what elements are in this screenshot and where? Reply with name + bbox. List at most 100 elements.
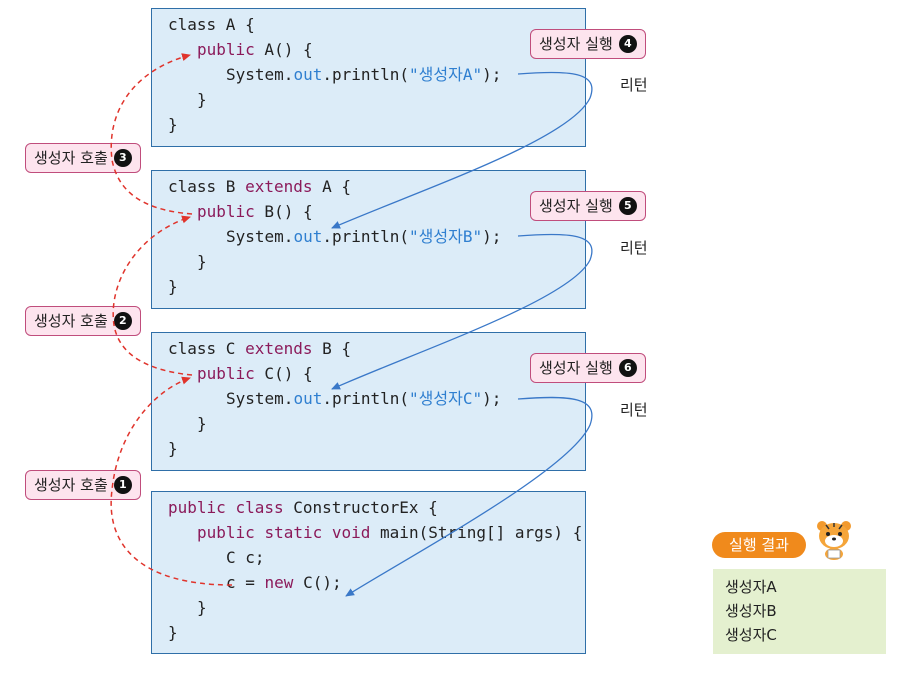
code-token: .println( <box>322 65 410 84</box>
code-box-class-c <box>151 332 586 471</box>
step-4-badge: 4 <box>618 34 637 53</box>
call-arrow-main-to-c <box>110 376 233 586</box>
code-token: "생성자A" <box>409 65 483 84</box>
call-arrow-c-to-b <box>112 215 193 376</box>
code-token: } <box>168 115 178 134</box>
code-token: "생성자C" <box>409 389 483 408</box>
code-line: System.out.println("생성자C"); <box>226 389 501 409</box>
step-3-badge: 3 <box>113 148 132 167</box>
code-box-class-b <box>151 170 586 309</box>
code-token: public <box>197 202 255 221</box>
code-line: C c; <box>226 548 265 568</box>
code-box-main <box>151 491 586 654</box>
code-token: ); <box>482 227 502 246</box>
code-token: } <box>197 252 207 271</box>
call-label-2: 생성자 호출 2 <box>25 306 141 336</box>
code-token: out <box>293 65 323 84</box>
code-line: class B extends A { <box>168 177 351 197</box>
result-line-3: 생성자C <box>725 626 777 644</box>
code-token: ); <box>482 65 502 84</box>
code-line: } <box>197 252 207 272</box>
code-token: A() { <box>254 40 313 59</box>
code-line: } <box>168 439 178 459</box>
code-token: main(String[] args) { <box>370 523 583 542</box>
code-token: } <box>168 623 178 642</box>
step-6-badge: 6 <box>618 358 637 377</box>
code-line: } <box>168 115 178 135</box>
code-token: public <box>168 498 226 517</box>
code-token: B() { <box>254 202 313 221</box>
code-token: class <box>235 498 284 517</box>
code-token: out <box>293 389 323 408</box>
code-box-class-a <box>151 8 586 147</box>
code-token: extends <box>245 177 313 196</box>
code-line: } <box>197 90 207 110</box>
call-label-1: 생성자 호출 1 <box>25 470 141 500</box>
result-box: 생성자A 생성자B 생성자C <box>713 569 886 654</box>
result-line-1: 생성자A <box>725 578 777 596</box>
call-label-2-text: 생성자 호출 <box>34 312 108 330</box>
return-label-a: 리턴 <box>620 76 648 94</box>
return-label-b: 리턴 <box>620 239 648 257</box>
code-line: public A() { <box>197 40 313 60</box>
code-line: c = new C(); <box>226 573 342 593</box>
code-token: extends <box>245 339 313 358</box>
code-token: } <box>197 90 207 109</box>
code-line: System.out.println("생성자A"); <box>226 65 501 85</box>
exec-label-4: 생성자 실행 4 <box>530 29 646 59</box>
code-token: } <box>197 598 207 617</box>
result-title: 실행 결과 <box>712 532 806 558</box>
code-token: A { <box>312 177 352 196</box>
return-arrow-a-to-b <box>331 71 593 229</box>
code-token: ); <box>482 389 502 408</box>
code-line: public C() { <box>197 364 313 384</box>
code-token: c = <box>226 573 265 592</box>
code-token: C c; <box>226 548 265 567</box>
tiger-mascot-icon <box>817 521 851 560</box>
code-token: C(); <box>293 573 342 592</box>
code-token: public <box>197 364 255 383</box>
code-token: System. <box>226 389 294 408</box>
code-line: public static void main(String[] args) { <box>197 523 582 543</box>
code-token: new <box>264 573 294 592</box>
code-token: class C <box>168 339 246 358</box>
return-label-c: 리턴 <box>620 401 648 419</box>
code-line: } <box>197 598 207 618</box>
code-line: class C extends B { <box>168 339 351 359</box>
code-token: System. <box>226 65 294 84</box>
code-line: class A { <box>168 15 255 35</box>
code-token: .println( <box>322 389 410 408</box>
code-line: public B() { <box>197 202 313 222</box>
call-arrow-b-to-a <box>110 53 193 215</box>
code-line: } <box>197 414 207 434</box>
call-label-3: 생성자 호출 3 <box>25 143 141 173</box>
code-token: "생성자B" <box>409 227 483 246</box>
code-token: B { <box>312 339 352 358</box>
code-token: .println( <box>322 227 410 246</box>
code-line: } <box>168 277 178 297</box>
result-line-2: 생성자B <box>725 602 777 620</box>
step-1-badge: 1 <box>113 475 132 494</box>
code-token: } <box>168 439 178 458</box>
code-token: public <box>197 523 255 542</box>
code-token: ConstructorEx { <box>283 498 438 517</box>
return-arrow-b-to-c <box>331 233 593 390</box>
code-token: void <box>331 523 371 542</box>
code-token: public <box>197 40 255 59</box>
code-token: out <box>293 227 323 246</box>
code-token: static <box>264 523 323 542</box>
code-token: System. <box>226 227 294 246</box>
call-label-1-text: 생성자 호출 <box>34 476 108 494</box>
code-token: C() { <box>254 364 313 383</box>
exec-label-4-text: 생성자 실행 <box>539 35 613 53</box>
code-line: } <box>168 623 178 643</box>
return-arrow-c-to-main <box>345 396 593 597</box>
code-token: } <box>168 277 178 296</box>
code-line: public class ConstructorEx { <box>168 498 438 518</box>
step-2-badge: 2 <box>113 311 132 330</box>
call-label-3-text: 생성자 호출 <box>34 149 108 167</box>
code-token: class B <box>168 177 246 196</box>
code-token: } <box>197 414 207 433</box>
